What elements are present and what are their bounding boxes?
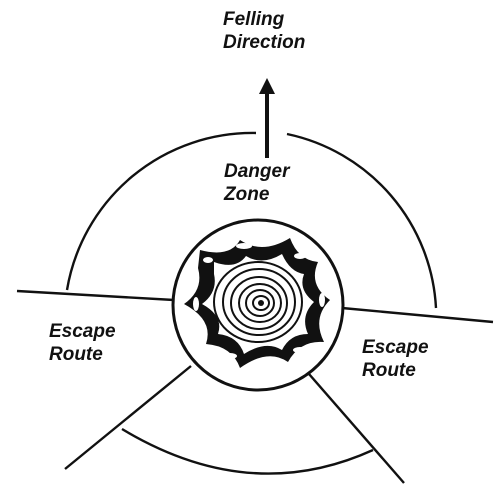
felling-direction-line1: Felling — [223, 8, 305, 31]
escape-route-left-line1: Escape — [49, 320, 116, 343]
danger-zone-line2: Zone — [224, 183, 289, 206]
escape-route-right-label: Escape Route — [362, 336, 429, 382]
baseline-left — [17, 291, 174, 300]
felling-direction-label: Felling Direction — [223, 8, 305, 54]
baseline-right — [342, 308, 493, 322]
escape-route-right-line2: Route — [362, 359, 429, 382]
rear-arc — [122, 429, 373, 474]
danger-zone-line1: Danger — [224, 160, 289, 183]
escape-route-left-line2: Route — [49, 343, 116, 366]
felling-direction-line2: Direction — [223, 31, 305, 54]
escape-route-left-label: Escape Route — [49, 320, 116, 366]
danger-zone-label: Danger Zone — [224, 160, 289, 206]
tree-stump — [173, 220, 343, 390]
escape-route-right-line1: Escape — [362, 336, 429, 359]
